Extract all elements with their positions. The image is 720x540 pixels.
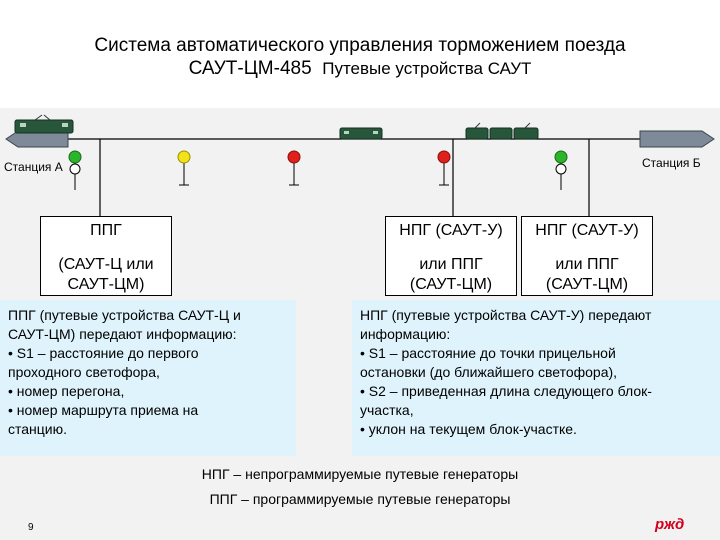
info-line: САУТ-ЦМ) передают информацию: — [8, 326, 237, 342]
signal-green-station-b — [554, 150, 568, 190]
system-name: САУТ-ЦМ-485 — [188, 58, 312, 79]
signal-yellow — [177, 150, 191, 186]
locomotive-icon — [339, 127, 383, 140]
ppg-info-panel: ППГ (путевые устройства САУТ-Ц и САУТ-ЦМ… — [0, 300, 296, 456]
rzd-logo: ржд — [655, 516, 685, 533]
ppg-box: ППГ (САУТ-Ц или САУТ-ЦМ) — [40, 216, 172, 296]
npg-info-panel: НПГ (путевые устройства САУТ-У) передают… — [352, 300, 720, 456]
station-a-label: Станция А — [4, 160, 63, 174]
page-number: 9 — [28, 522, 34, 533]
signal-green-station-a — [68, 150, 82, 190]
signal-red — [437, 150, 451, 186]
info-line: • S1 – расстояние до первого — [8, 345, 199, 361]
legend-ppg: ППГ – программируемые путевые генераторы — [209, 491, 511, 507]
station-b-platform — [639, 130, 715, 148]
npg-box-1-line2: или ППГ — [419, 256, 483, 273]
npg-box-2-line2: или ППГ — [555, 256, 619, 273]
info-line: • S2 – приведенная длина следующего блок… — [360, 383, 652, 399]
info-line: НПГ (путевые устройства САУТ-У) передают — [360, 307, 652, 323]
info-line: • уклон на текущем блок-участке. — [360, 421, 577, 437]
locomotive-icon — [14, 114, 74, 134]
signal-red — [287, 150, 301, 186]
npg-box-1-line1: НПГ (САУТ-У) — [399, 222, 503, 239]
info-line: ППГ (путевые устройства САУТ-Ц и — [8, 307, 241, 323]
info-line: • номер маршрута приема на — [8, 402, 199, 418]
info-line: участка, — [360, 402, 414, 418]
section-name: Путевые устройства САУТ — [322, 59, 532, 78]
info-line: • S1 – расстояние до точки прицельной — [360, 345, 616, 361]
npg-box-2-line3: (САУТ-ЦМ) — [545, 276, 629, 293]
info-line: • номер перегона, — [8, 383, 125, 399]
info-line: информацию: — [360, 326, 451, 342]
npg-box-1: НПГ (САУТ-У) или ППГ (САУТ-ЦМ) — [385, 216, 517, 296]
info-line: проходного светофора, — [8, 364, 160, 380]
ppg-box-line3: САУТ-ЦМ) — [67, 276, 145, 293]
ppg-box-line2: (САУТ-Ц или — [58, 256, 154, 273]
legend-npg: НПГ – непрограммируемые путевые генерато… — [201, 466, 519, 482]
npg-box-2: НПГ (САУТ-У) или ППГ (САУТ-ЦМ) — [521, 216, 653, 296]
info-line: станцию. — [8, 421, 68, 437]
npg-box-2-line1: НПГ (САУТ-У) — [535, 222, 639, 239]
ppg-box-line1: ППГ — [90, 222, 122, 239]
info-line: остановки (до ближайшего светофора), — [360, 364, 618, 380]
station-b-label: Станция Б — [642, 156, 701, 170]
page-title: Система автоматического управления тормо… — [94, 35, 626, 56]
npg-box-1-line3: (САУТ-ЦМ) — [409, 276, 493, 293]
train-icon — [465, 122, 539, 140]
page-subtitle: САУТ-ЦМ-485 Путевые устройства САУТ — [0, 58, 720, 80]
